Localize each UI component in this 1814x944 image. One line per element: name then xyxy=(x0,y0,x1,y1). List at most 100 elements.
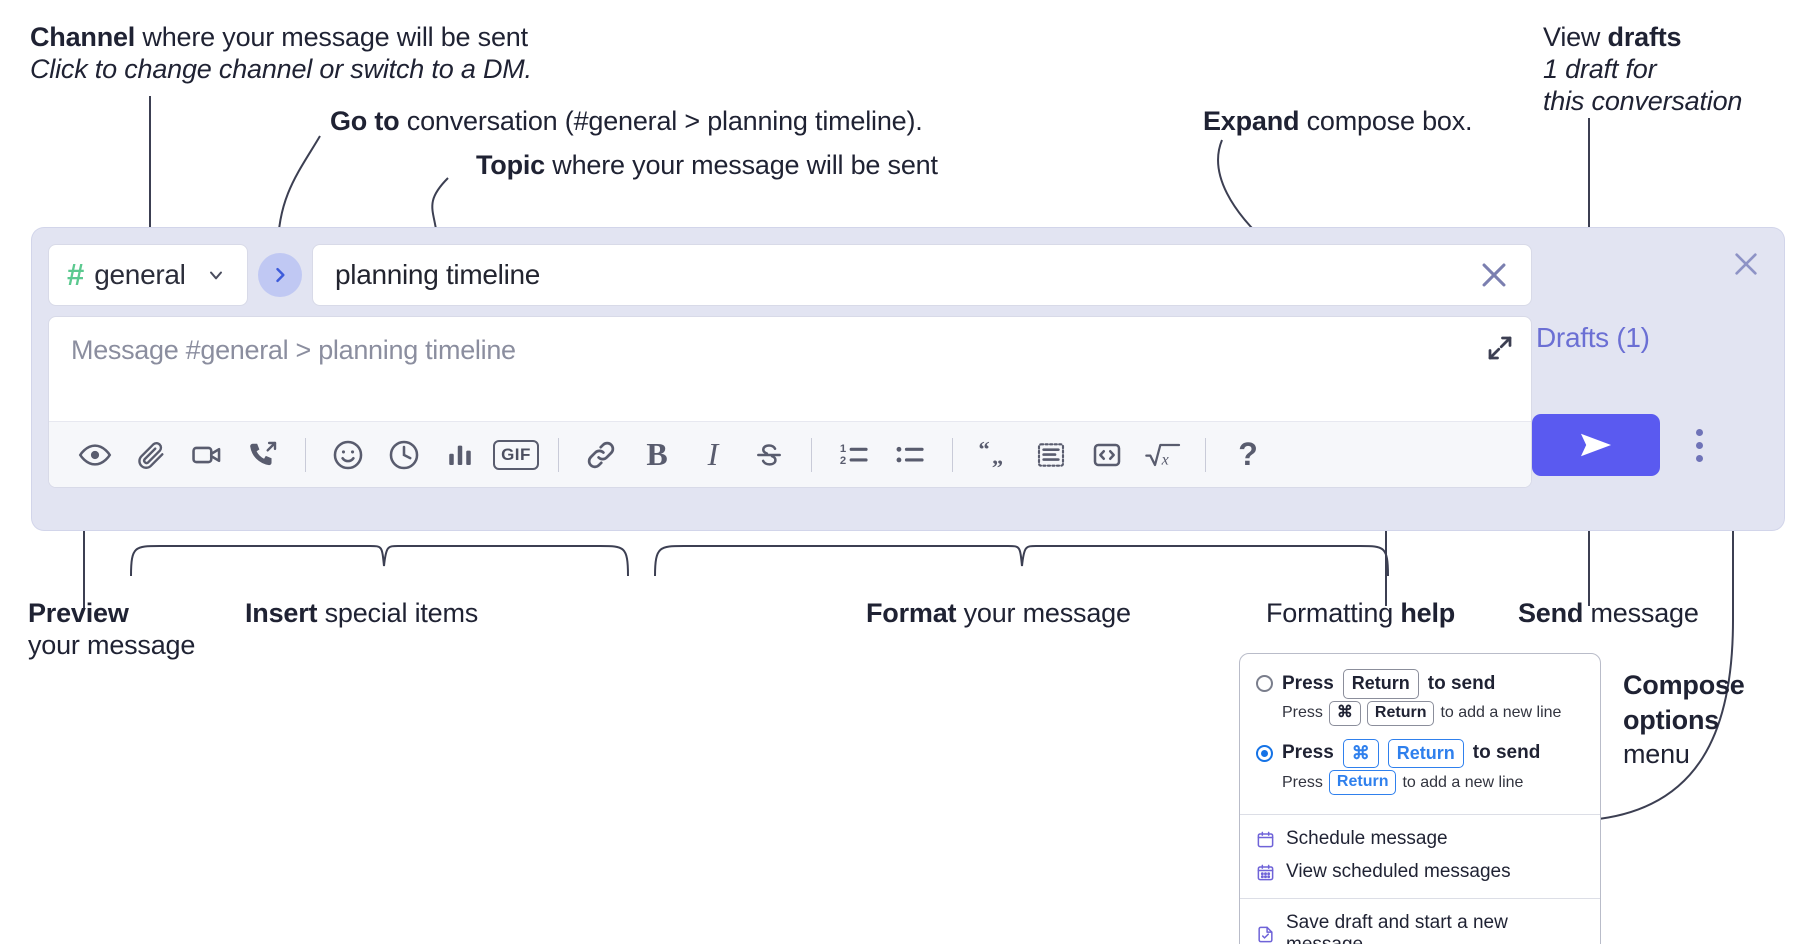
chevron-down-icon xyxy=(206,265,226,285)
annotation-drafts: View drafts 1 draft for this conversatio… xyxy=(1543,22,1742,118)
annotation-topic-bold: Topic xyxy=(476,150,545,180)
send-option-cmd-return-prefix: Press xyxy=(1282,742,1334,764)
channel-selector[interactable]: # general xyxy=(48,244,248,306)
annotation-preview: Preview your message xyxy=(28,598,195,662)
key-command: ⌘ xyxy=(1328,700,1361,726)
send-option-cmd-return-suffix: to send xyxy=(1472,742,1541,764)
gif-label: GIF xyxy=(493,439,539,470)
svg-text:2: 2 xyxy=(840,454,846,466)
send-option-return-suffix: to send xyxy=(1427,672,1496,694)
emoji-smiley-icon[interactable] xyxy=(320,429,376,481)
annotation-format-bold: Format xyxy=(866,598,957,628)
toolbar-divider xyxy=(811,437,812,472)
channel-name-label: general xyxy=(94,259,186,290)
toolbar-divider xyxy=(952,437,953,472)
annotation-insert-rest: special items xyxy=(317,598,479,628)
italic-label: I xyxy=(707,436,719,472)
menu-item-view-scheduled-messages[interactable]: View scheduled messages xyxy=(1240,856,1600,889)
question-mark-icon[interactable]: ? xyxy=(1220,429,1276,481)
annotation-channel: Channel where your message will be sent … xyxy=(30,22,532,86)
annotation-compose-options: Compose options menu xyxy=(1623,668,1745,772)
ordered-list-icon[interactable]: 1 2 xyxy=(826,429,882,481)
paperclip-icon[interactable] xyxy=(123,429,179,481)
topic-field-wrapper[interactable] xyxy=(312,244,1532,306)
message-placeholder: Message #general > planning timeline xyxy=(71,335,516,365)
code-block-icon[interactable] xyxy=(1023,429,1079,481)
compose-header-row: # general xyxy=(48,244,1532,306)
hint-suffix: to add a new line xyxy=(1440,704,1562,721)
bar-chart-icon[interactable] xyxy=(432,429,488,481)
eye-icon[interactable] xyxy=(67,429,123,481)
annotation-help-prefix: Formatting xyxy=(1266,598,1401,628)
compose-options-button[interactable] xyxy=(1682,420,1716,470)
math-icon[interactable]: x xyxy=(1135,429,1191,481)
kebab-dot xyxy=(1695,454,1703,462)
italic-icon[interactable]: I xyxy=(685,429,741,481)
hash-icon: # xyxy=(67,256,85,292)
hint-suffix: to add a new line xyxy=(1402,773,1524,791)
goto-conversation-button[interactable] xyxy=(258,253,302,297)
close-icon[interactable] xyxy=(1730,248,1762,280)
link-icon[interactable] xyxy=(573,429,629,481)
inline-code-icon[interactable] xyxy=(1079,429,1135,481)
send-option-cmd-return-hint: Press Return to add a new line xyxy=(1240,768,1600,805)
formatting-toolbar: GIF B I xyxy=(49,421,1531,487)
annotation-insert-bold: Insert xyxy=(245,598,318,628)
annotation-drafts-bold: drafts xyxy=(1607,22,1682,52)
menu-item-save-draft[interactable]: Save draft and start a new message xyxy=(1240,907,1600,944)
kebab-dot xyxy=(1695,428,1703,436)
svg-text:„: „ xyxy=(992,444,1003,469)
menu-item-label: View scheduled messages xyxy=(1286,861,1511,882)
annotation-format-rest: your message xyxy=(956,598,1131,628)
send-button[interactable] xyxy=(1532,414,1660,476)
annotation-topic: Topic where your message will be sent xyxy=(476,150,938,182)
annotation-send: Send message xyxy=(1518,598,1699,630)
send-option-return[interactable]: Press Return to send xyxy=(1240,666,1600,699)
annotation-preview-bold: Preview xyxy=(28,598,129,628)
radio-unselected-icon[interactable] xyxy=(1256,675,1273,693)
radio-selected-icon[interactable] xyxy=(1256,744,1273,762)
clear-topic-icon[interactable] xyxy=(1477,258,1511,292)
annotation-insert: Insert special items xyxy=(245,598,478,630)
kebab-dot xyxy=(1695,441,1703,449)
annotation-expand-bold: Expand xyxy=(1203,106,1300,136)
bulleted-list-icon[interactable] xyxy=(882,429,938,481)
topic-input[interactable] xyxy=(333,258,1477,292)
expand-compose-icon[interactable] xyxy=(1485,333,1515,363)
message-input-area[interactable]: Message #general > planning timeline xyxy=(49,317,1531,421)
annotation-send-bold: Send xyxy=(1518,598,1584,628)
gif-icon[interactable]: GIF xyxy=(488,429,544,481)
key-command: ⌘ xyxy=(1342,738,1379,768)
blockquote-icon[interactable]: “ „ xyxy=(967,429,1023,481)
annotation-channel-rest: where your message will be sent xyxy=(135,22,528,52)
drafts-link[interactable]: Drafts (1) xyxy=(1536,322,1650,353)
hint-prefix: Press xyxy=(1282,773,1323,791)
help-label: ? xyxy=(1238,436,1258,472)
send-option-return-prefix: Press xyxy=(1282,672,1334,694)
annotation-goto-bold: Go to xyxy=(330,106,400,136)
phone-forward-icon[interactable] xyxy=(235,429,291,481)
annotation-drafts-italic-2: this conversation xyxy=(1543,85,1743,116)
strikethrough-icon[interactable] xyxy=(741,429,797,481)
clock-icon[interactable] xyxy=(376,429,432,481)
svg-text:1: 1 xyxy=(840,443,846,455)
message-compose-box[interactable]: Message #general > planning timeline xyxy=(48,316,1532,488)
compose-options-menu: Press Return to send Press ⌘ Return to a… xyxy=(1239,653,1601,944)
annotation-topic-rest: where your message will be sent xyxy=(545,150,938,180)
hint-prefix: Press xyxy=(1282,704,1323,721)
chevron-right-icon xyxy=(276,267,285,283)
menu-divider xyxy=(1240,898,1600,899)
annotation-goto-rest: conversation (#general > planning timeli… xyxy=(399,106,923,136)
annotation-format: Format your message xyxy=(866,598,1131,630)
menu-item-label: Schedule message xyxy=(1286,828,1448,849)
menu-item-schedule-message[interactable]: Schedule message xyxy=(1240,823,1600,856)
toolbar-divider xyxy=(1205,437,1206,472)
bold-icon[interactable]: B xyxy=(629,429,685,481)
bold-label: B xyxy=(646,436,668,472)
video-camera-icon[interactable] xyxy=(179,429,235,481)
annotation-compose-options-line1: Compose xyxy=(1623,670,1745,700)
send-option-return-hint: Press ⌘ Return to add a new line xyxy=(1240,699,1600,736)
send-option-cmd-return[interactable]: Press ⌘ Return to send xyxy=(1240,736,1600,768)
annotation-drafts-prefix: View xyxy=(1543,22,1608,52)
